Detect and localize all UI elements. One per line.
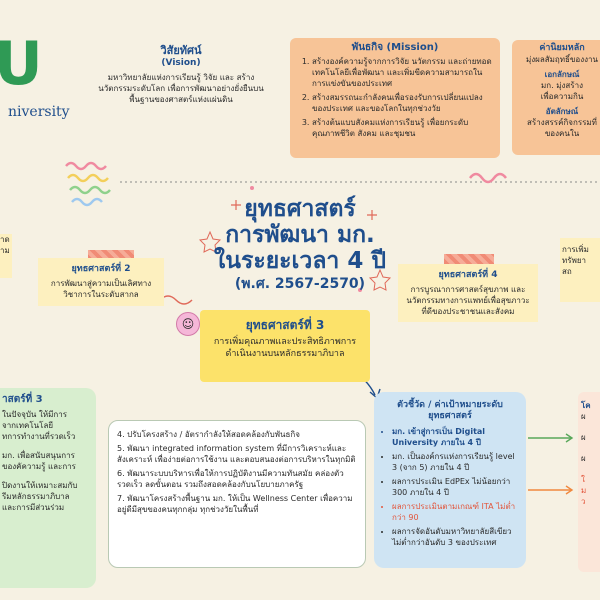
dot-doodle bbox=[358, 288, 362, 292]
detail-line bbox=[2, 442, 90, 450]
strategy-4-text: การบูรณาการศาสตร์สุขภาพ และนวัตกรรมทางกา… bbox=[406, 285, 530, 316]
right-line: ม bbox=[581, 486, 587, 495]
squiggle-green bbox=[69, 185, 111, 195]
strategy-1-line: าม bbox=[0, 246, 10, 255]
detail-line: และการมีส่วนร่วม bbox=[2, 503, 65, 512]
vision-box: วิสัยทัศน์ (Vision) มหาวิทยาลัยแห่งการเร… bbox=[96, 44, 266, 124]
wave-left bbox=[159, 295, 193, 305]
kpi-title: ตัวชี้วัด / ค่าเป้าหมายระดับยุทธศาสตร์ bbox=[397, 400, 503, 421]
strategy-2-box: ยุทธศาสตร์ที่ 2 การพัฒนาสู่ความเป็นเลิศท… bbox=[38, 258, 164, 306]
values-title: ค่านิยมหลัก bbox=[539, 43, 585, 53]
squiggle-yellow bbox=[67, 173, 109, 183]
detail-line: มก. เพื่อสนับสนุนการ bbox=[2, 451, 75, 460]
mission-list: สร้างองค์ความรู้จากการวิจัย นวัตกรรม และ… bbox=[298, 56, 492, 139]
kpi-list: มก. เข้าสู่การเป็น Digital University ภา… bbox=[380, 426, 520, 548]
identity-heading: เอกลักษณ์ bbox=[544, 70, 580, 79]
main-title-years: (พ.ศ. 2567-2570) bbox=[234, 276, 366, 292]
sparkle-doodle bbox=[231, 200, 241, 210]
right-line: ว bbox=[581, 497, 586, 506]
right-line: ผ bbox=[581, 433, 586, 442]
squiggle-right bbox=[469, 172, 507, 184]
strategy-actions-card: 4. ปรับโครงสร้าง / อัตรากำลังให้สอดคล้อง… bbox=[108, 420, 366, 568]
strategy-3-box: ยุทธศาสตร์ที่ 3 การเพิ่มคุณภาพและประสิทธ… bbox=[200, 310, 370, 382]
kpi-item: มก. เป็นองค์กรแห่งการเรียนรู้ level 3 (จ… bbox=[392, 451, 520, 473]
mission-title: พันธกิจ (Mission) bbox=[351, 42, 439, 53]
vision-title: วิสัยทัศน์ bbox=[160, 44, 202, 57]
mission-item: สร้างองค์ความรู้จากการวิจัย นวัตกรรม และ… bbox=[312, 56, 492, 89]
strategy-3-detail-card: าสตร์ที่ 3 ในปัจจุบัน ให้มีการ จากเทคโนโ… bbox=[0, 388, 96, 588]
detail-card-title: าสตร์ที่ 3 bbox=[2, 394, 43, 405]
vision-subtitle: (Vision) bbox=[161, 58, 201, 68]
right-line: โค bbox=[581, 401, 591, 410]
main-title-line: การพัฒนา มก. bbox=[225, 222, 375, 248]
kpi-item: ผลการประเมินตามเกณฑ์ ITA ไม่ต่ำกว่า 90 bbox=[392, 501, 520, 523]
tape-decoration bbox=[444, 254, 494, 264]
kpi-item: ผลการประเมิน EdPEx ไม่น้อยกว่า 300 ภายใน… bbox=[392, 476, 520, 498]
university-logo: U niversity bbox=[0, 34, 90, 134]
detail-line: ในปัจจุบัน ให้มีการ bbox=[2, 410, 68, 419]
sparkle-doodle bbox=[367, 210, 377, 220]
values-line: เพื่อความกิน bbox=[540, 92, 584, 101]
strategy-2-text: การพัฒนาสู่ความเป็นเลิศทางวิชาการในระดับ… bbox=[50, 279, 152, 299]
values-line: ของคนใน bbox=[544, 129, 580, 138]
strategy-action-item: 7. พัฒนาโครงสร้างพื้นฐาน มก. ให้เป็น Wel… bbox=[117, 494, 353, 514]
detail-line bbox=[2, 472, 90, 480]
strategy-4-box: ยุทธศาสตร์ที่ 4 การบูรณาการศาสตร์สุขภาพ … bbox=[398, 264, 538, 322]
mission-item: สร้างต้นแบบสังคมแห่งการเรียนรู้ เพื่อยกร… bbox=[312, 117, 492, 139]
squiggle-pink bbox=[65, 161, 107, 171]
mission-item: สร้างสมรรถนะกำลังคนเพื่อรองรับการเปลี่ยน… bbox=[312, 92, 492, 114]
strategy-action-item: 6. พัฒนาระบบบริหารเพื่อให้การปฏิบัติงานม… bbox=[117, 469, 344, 489]
character-heading: อัตลักษณ์ bbox=[545, 107, 579, 116]
values-line: มุ่งผลสัมฤทธิ์ของงาน bbox=[526, 55, 598, 64]
right-line: ผ bbox=[581, 454, 586, 463]
dot-doodle bbox=[250, 186, 254, 190]
strategy-5-line: ทรัพยา bbox=[562, 256, 587, 265]
green-arrow-head bbox=[565, 433, 574, 443]
kpi-item: ผลการจัดอันดับมหาวิทยาลัยสีเขียวไม่ต่ำกว… bbox=[392, 526, 520, 548]
main-title-line: ในระยะเวลา 4 ปี bbox=[214, 248, 386, 274]
orange-arrow-head bbox=[565, 485, 574, 495]
strategy-5-line: การเพิ่ม bbox=[562, 245, 589, 254]
kpi-item: มก. เข้าสู่การเป็น Digital University ภา… bbox=[392, 426, 520, 448]
smiley-icon: ☺ bbox=[176, 312, 200, 336]
detail-line: จากเทคโนโลยี bbox=[2, 421, 54, 430]
right-line: ใ bbox=[581, 475, 585, 484]
tape-decoration bbox=[88, 250, 134, 260]
strategy-2-title: ยุทธศาสตร์ที่ 2 bbox=[71, 264, 131, 274]
logo-word: niversity bbox=[8, 104, 70, 120]
strategy-actions-list: 4. ปรับโครงสร้าง / อัตรากำลังให้สอดคล้อง… bbox=[117, 429, 357, 515]
detail-line: ปิดงานให้เหมาะสมกับ bbox=[2, 481, 78, 490]
star-doodle bbox=[198, 230, 222, 253]
vision-text: มหาวิทยาลัยแห่งการเรียนรู้ วิจัย และ สร้… bbox=[98, 73, 264, 104]
strategy-3-text: การเพิ่มคุณภาพและประสิทธิภาพการดำเนินงาน… bbox=[213, 337, 357, 359]
kpi-card: ตัวชี้วัด / ค่าเป้าหมายระดับยุทธศาสตร์ ม… bbox=[374, 392, 526, 568]
strategy-action-item: 4. ปรับโครงสร้าง / อัตรากำลังให้สอดคล้อง… bbox=[117, 430, 300, 439]
strategy-action-item: 5. พัฒนา integrated information system ท… bbox=[117, 444, 356, 464]
mission-box: พันธกิจ (Mission) สร้างองค์ความรู้จากการ… bbox=[290, 38, 500, 158]
values-line: มก. มุ่งสร้าง bbox=[541, 81, 583, 90]
right-panel: โค ผ ผ ผ ใ ม ว bbox=[578, 392, 600, 572]
strategy-1-box: าด าม bbox=[0, 234, 12, 278]
values-box: ค่านิยมหลัก มุ่งผลสัมฤทธิ์ของงาน เอกลักษ… bbox=[512, 40, 600, 155]
strategy-5-line: สถ bbox=[562, 267, 572, 276]
main-title-line: ยุทธศาสตร์ bbox=[244, 196, 356, 222]
strategy-1-line: าด bbox=[0, 235, 10, 244]
values-line: สร้างสรรค์กิจกรรมที่ bbox=[527, 118, 597, 127]
logo-letter: U bbox=[0, 29, 43, 99]
strategy-3-title: ยุทธศาสตร์ที่ 3 bbox=[245, 318, 325, 332]
strategy-5-box: การเพิ่ม ทรัพยา สถ bbox=[560, 238, 600, 302]
strategy-4-title: ยุทธศาสตร์ที่ 4 bbox=[438, 270, 498, 280]
detail-line: ของคัความรู้ และการ bbox=[2, 462, 76, 471]
right-line: ผ bbox=[581, 412, 586, 421]
main-title: ยุทธศาสตร์ การพัฒนา มก. ในระยะเวลา 4 ปี … bbox=[170, 196, 430, 294]
detail-line: รีมหลักธรรมาภิบาล bbox=[2, 492, 70, 501]
detail-line: ทการทำงานที่รวดเร็ว bbox=[2, 432, 76, 441]
squiggle-blue bbox=[71, 197, 103, 207]
star-doodle bbox=[368, 268, 392, 291]
